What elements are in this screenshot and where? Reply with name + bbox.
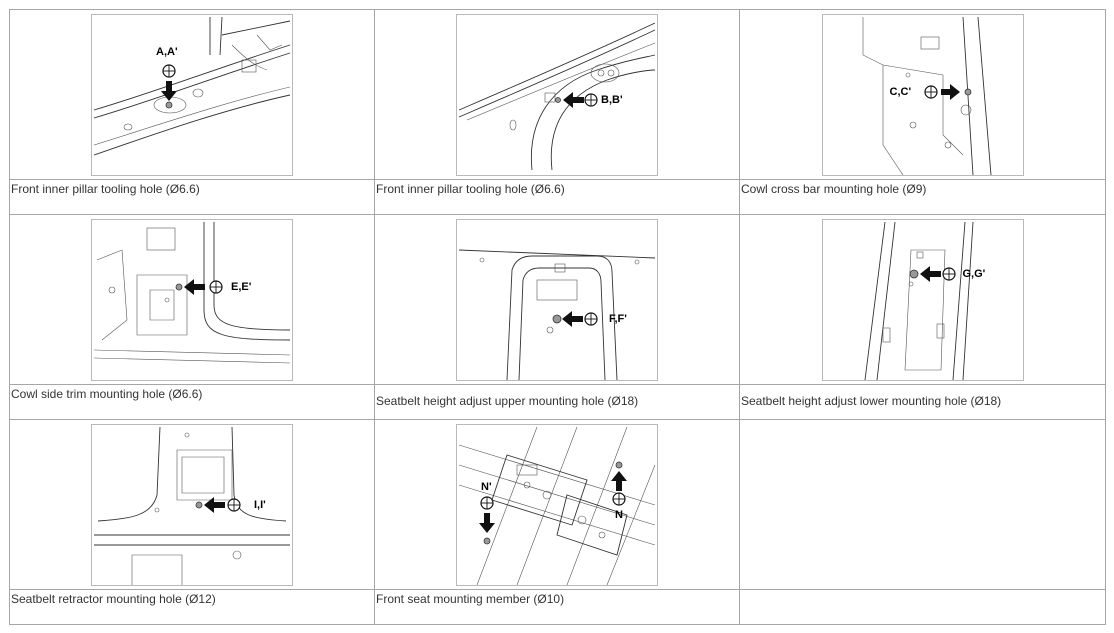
label-c: C,C' <box>889 86 912 98</box>
caption-g: Seatbelt height adjust lower mounting ho… <box>739 384 1106 420</box>
diagram-g: G,G' <box>821 219 1024 381</box>
diagram-a: A,A' <box>91 14 293 176</box>
cell-c: C,C' <box>739 9 1106 180</box>
cell-n: N' N <box>374 419 740 590</box>
caption-i: Seatbelt retractor mounting hole (Ø12) <box>9 589 375 625</box>
caption-f: Seatbelt height adjust upper mounting ho… <box>374 384 740 420</box>
label-f: F,F' <box>609 313 627 325</box>
diagram-c: C,C' <box>821 14 1024 176</box>
cell-i: I,I' <box>9 419 375 590</box>
cell-f: F,F' <box>374 214 740 385</box>
caption-e: Cowl side trim mounting hole (Ø6.6) <box>9 384 375 420</box>
cell-empty <box>739 419 1106 590</box>
label-b: B,B' <box>601 94 623 106</box>
caption-b: Front inner pillar tooling hole (Ø6.6) <box>374 179 740 215</box>
caption-n: Front seat mounting member (Ø10) <box>374 589 740 625</box>
diagram-i: I,I' <box>91 424 293 586</box>
diagram-n: N' N <box>456 424 658 586</box>
label-e: E,E' <box>231 281 252 293</box>
diagram-e: E,E' <box>91 219 293 381</box>
label-g: G,G' <box>962 268 986 280</box>
diagram-f: F,F' <box>456 219 658 381</box>
cell-b: B,B' <box>374 9 740 180</box>
label-n: N <box>615 509 623 521</box>
cell-e: E,E' <box>9 214 375 385</box>
diagram-b: B,B' <box>456 14 658 176</box>
label-a: A,A' <box>156 46 178 58</box>
caption-c: Cowl cross bar mounting hole (Ø9) <box>739 179 1106 215</box>
cell-a: A,A' <box>9 9 375 180</box>
label-n-prime: N' <box>481 481 492 493</box>
label-i: I,I' <box>254 499 266 511</box>
mounting-hole-table: A,A' <box>9 9 1106 625</box>
caption-a: Front inner pillar tooling hole (Ø6.6) <box>9 179 375 215</box>
cell-g: G,G' <box>739 214 1106 385</box>
caption-empty <box>739 589 1106 625</box>
